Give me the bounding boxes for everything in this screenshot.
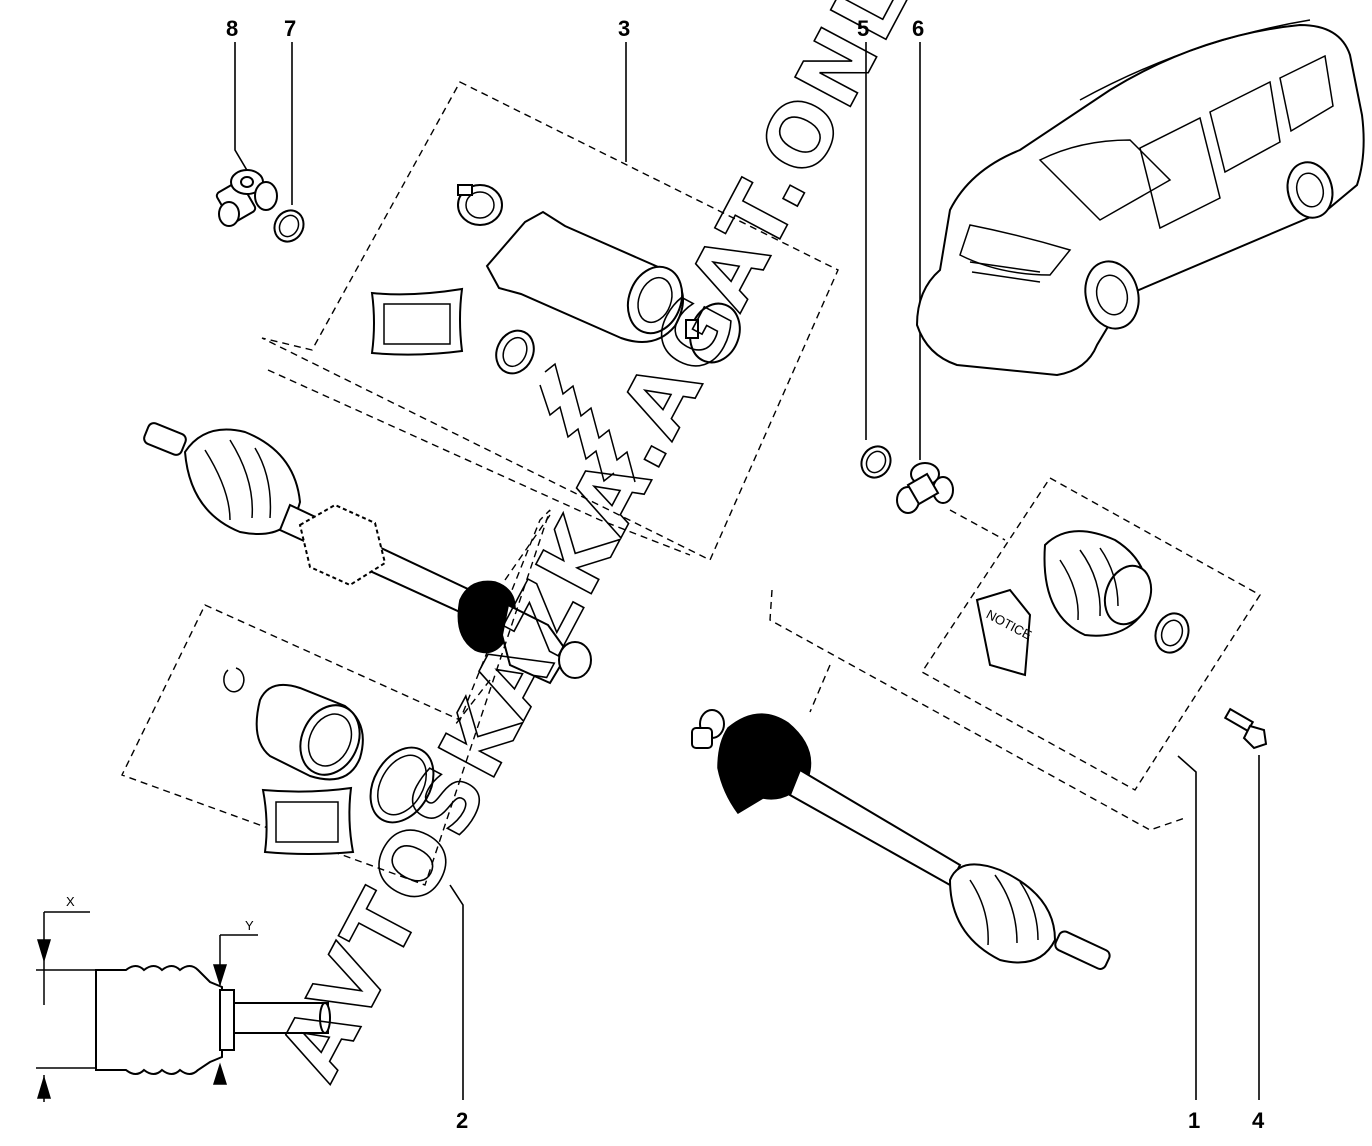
- callout-5[interactable]: 5: [857, 16, 869, 440]
- callout-6[interactable]: 6: [912, 16, 924, 460]
- guide-line-shaft1: [809, 664, 831, 713]
- bolt-part-4[interactable]: [1223, 707, 1268, 750]
- dimension-x-label: X: [66, 894, 75, 909]
- tripod-joint-part-6[interactable]: [896, 462, 954, 514]
- guide-line-kit2: [454, 679, 491, 726]
- dimension-sketch: X Y: [36, 894, 331, 1102]
- callout-1-label: 1: [1188, 1108, 1200, 1133]
- circlip-part-7[interactable]: [269, 205, 309, 247]
- left-drive-shaft[interactable]: [142, 421, 592, 685]
- right-drive-shaft-part-1[interactable]: [691, 709, 1112, 971]
- callout-2-label: 2: [456, 1108, 468, 1133]
- guide-line-left: [504, 511, 551, 581]
- guide-line-part6: [949, 509, 1006, 541]
- dimension-y-label: Y: [245, 918, 254, 933]
- callout-8-label: 8: [226, 16, 238, 41]
- kit-2-contents[interactable]: [223, 667, 446, 855]
- vehicle-illustration: [915, 19, 1365, 377]
- callout-8[interactable]: 8: [226, 16, 249, 173]
- shaft-1-boundary: [769, 589, 1186, 831]
- kit-1-boundary: [920, 477, 1261, 791]
- circlip-part-5[interactable]: [856, 441, 896, 483]
- callout-3-label: 3: [618, 16, 630, 41]
- callout-7[interactable]: 7: [284, 16, 296, 205]
- callout-1[interactable]: 1: [1177, 755, 1200, 1133]
- tripod-joint-part-8[interactable]: [215, 169, 278, 227]
- callout-3[interactable]: 3: [618, 16, 630, 162]
- callout-4-label: 4: [1252, 1108, 1265, 1133]
- callout-5-label: 5: [857, 16, 869, 41]
- callout-4[interactable]: 4: [1252, 755, 1265, 1133]
- callout-2[interactable]: 2: [449, 884, 468, 1133]
- guide-line-upper: [267, 369, 691, 556]
- kit-1-contents[interactable]: NOTICE: [975, 530, 1194, 677]
- callout-7-label: 7: [284, 16, 296, 41]
- kit-3-contents[interactable]: [370, 184, 748, 483]
- kit-2-boundary: [121, 509, 551, 886]
- callout-6-label: 6: [912, 16, 924, 41]
- kit-3-boundary: [261, 81, 839, 561]
